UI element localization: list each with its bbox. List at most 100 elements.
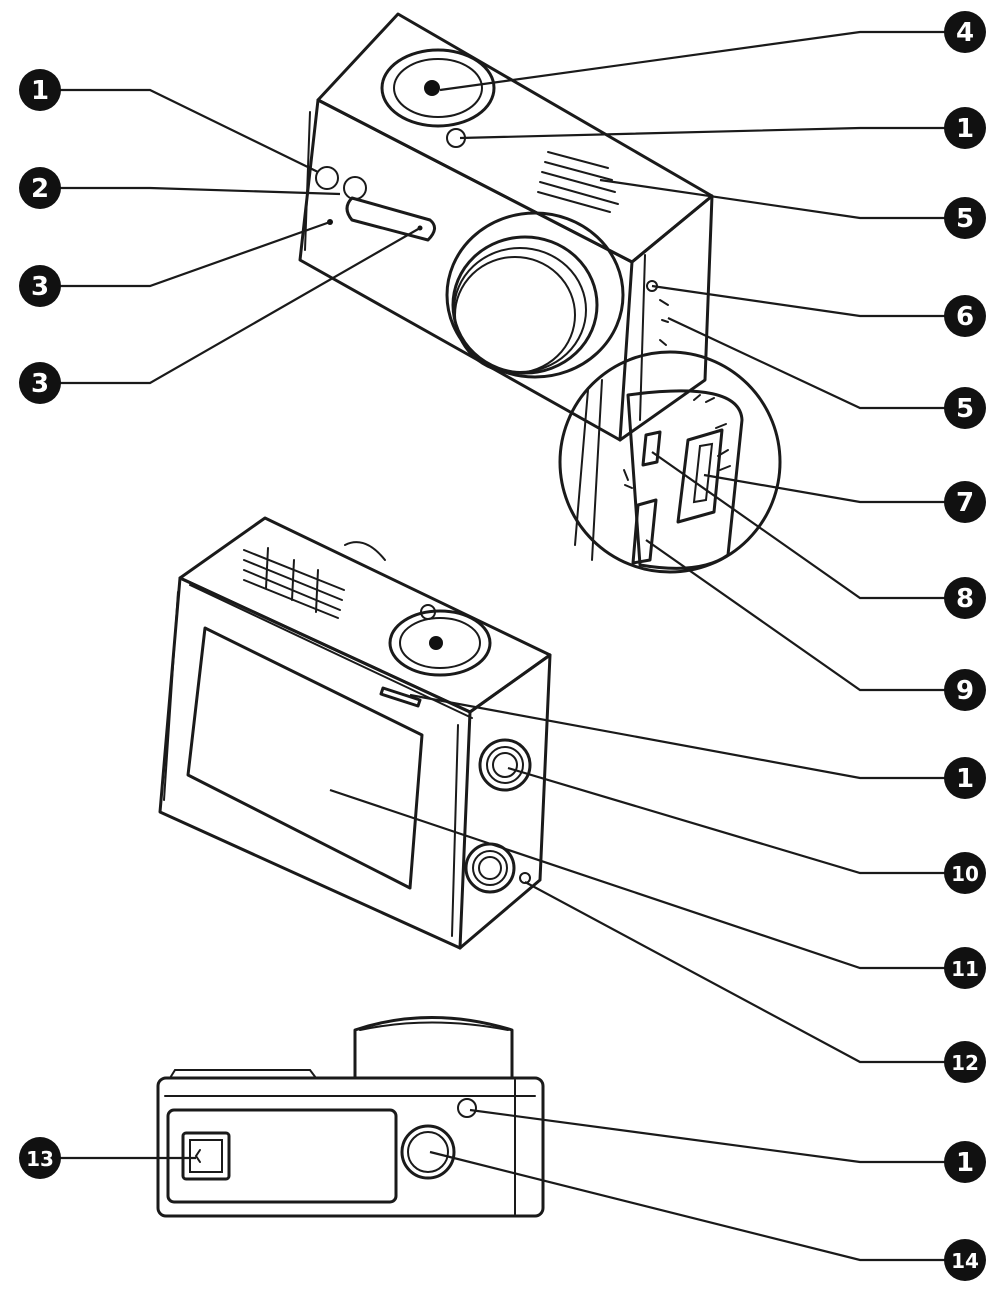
leader-1d xyxy=(469,1108,960,1164)
leader-3b xyxy=(40,227,421,385)
touch-screen xyxy=(186,626,424,890)
callout-label: 1 xyxy=(956,764,974,794)
speaker-grille-top xyxy=(537,151,619,213)
callout-label: 1 xyxy=(956,114,974,144)
callout-c3a: 3 xyxy=(19,265,61,307)
camera-front-view xyxy=(298,12,782,574)
callout-circle xyxy=(944,1041,986,1083)
leader-12 xyxy=(524,881,960,1064)
leader-7 xyxy=(703,473,960,504)
callout-label: 11 xyxy=(951,957,979,981)
leader-8 xyxy=(651,451,960,600)
callout-label: 9 xyxy=(956,676,974,706)
callout-circle xyxy=(19,1137,61,1179)
callout-circle xyxy=(944,387,986,429)
leader-2 xyxy=(40,186,341,196)
callout-circle xyxy=(944,107,986,149)
top-face-outline xyxy=(316,12,714,264)
front-status-strip xyxy=(345,196,436,242)
back-indicator-strip xyxy=(379,686,422,708)
leader-5a xyxy=(599,178,960,220)
port-cover xyxy=(626,389,744,570)
callout-c1a: 1 xyxy=(19,69,61,111)
usb-port xyxy=(631,498,658,565)
leader-4 xyxy=(439,30,960,92)
callout-label: 3 xyxy=(31,369,49,399)
bottom-body-outline xyxy=(156,1076,545,1218)
leader-9 xyxy=(645,539,960,692)
power-mode-button xyxy=(478,738,532,792)
front-sensor xyxy=(343,176,367,200)
leader-11 xyxy=(329,788,960,970)
camera-lens xyxy=(445,211,625,379)
camera-back-view xyxy=(158,516,552,950)
callout-label: 13 xyxy=(26,1147,54,1171)
callout-c1b: 1 xyxy=(944,107,986,149)
lens-bump-hint xyxy=(344,541,386,561)
callout-c9: 9 xyxy=(944,669,986,711)
front-face-outline xyxy=(298,98,634,442)
leader-1b xyxy=(459,126,960,140)
callout-circle xyxy=(944,481,986,523)
callout-circle xyxy=(19,167,61,209)
callout-circle xyxy=(19,69,61,111)
callout-label: 8 xyxy=(956,584,974,614)
speaker-grille-back xyxy=(243,547,345,619)
hdmi-port xyxy=(641,430,662,467)
callout-c5a: 5 xyxy=(944,197,986,239)
callout-circle xyxy=(944,757,986,799)
callout-circle xyxy=(944,852,986,894)
port-detail-magnifier xyxy=(558,350,782,574)
front-indicator-light xyxy=(315,166,339,190)
callout-circle xyxy=(944,11,986,53)
camera-bottom-view xyxy=(156,1016,545,1218)
callout-c13: 13 xyxy=(19,1137,61,1179)
callout-circle xyxy=(19,265,61,307)
callout-label: 4 xyxy=(956,18,974,48)
back-face-outline xyxy=(158,576,472,950)
callout-label: 7 xyxy=(956,488,974,518)
side-face-edge xyxy=(639,254,646,421)
callout-label: 10 xyxy=(951,862,979,886)
callout-label: 3 xyxy=(31,272,49,302)
callout-label: 6 xyxy=(956,302,974,332)
leader-1c xyxy=(409,693,960,780)
back-shutter-button xyxy=(388,609,492,677)
bottom-lens-outline xyxy=(353,1016,514,1080)
callout-c1c: 1 xyxy=(944,757,986,799)
callout-label: 12 xyxy=(951,1051,979,1075)
callout-circle xyxy=(944,295,986,337)
callout-circle xyxy=(944,947,986,989)
leader-1a xyxy=(40,88,319,173)
reset-hole xyxy=(519,872,531,884)
leader-14 xyxy=(429,1150,960,1262)
tripod-mount xyxy=(400,1124,456,1180)
callout-label: 5 xyxy=(956,394,974,424)
callout-label: 1 xyxy=(31,76,49,106)
callout-circle xyxy=(19,362,61,404)
bottom-indicator-light xyxy=(457,1098,477,1118)
callout-c10: 10 xyxy=(944,852,986,894)
leader-3a xyxy=(40,220,331,288)
callout-circle xyxy=(944,1141,986,1183)
callout-circle xyxy=(944,577,986,619)
callout-c2: 2 xyxy=(19,167,61,209)
wifi-button xyxy=(464,842,516,894)
leader-lines xyxy=(40,30,960,1262)
callout-label: 14 xyxy=(951,1249,979,1273)
leader-6 xyxy=(651,284,960,318)
leader-5b xyxy=(667,317,960,410)
callout-c5b: 5 xyxy=(944,387,986,429)
side-port-markings xyxy=(659,299,669,346)
back-top-indicator xyxy=(420,604,436,620)
callout-c1d: 1 xyxy=(944,1141,986,1183)
callout-c4: 4 xyxy=(944,11,986,53)
leader-10 xyxy=(507,766,960,875)
callout-c8: 8 xyxy=(944,577,986,619)
callout-label: 5 xyxy=(956,204,974,234)
callout-circle xyxy=(944,1239,986,1281)
callout-c6: 6 xyxy=(944,295,986,337)
